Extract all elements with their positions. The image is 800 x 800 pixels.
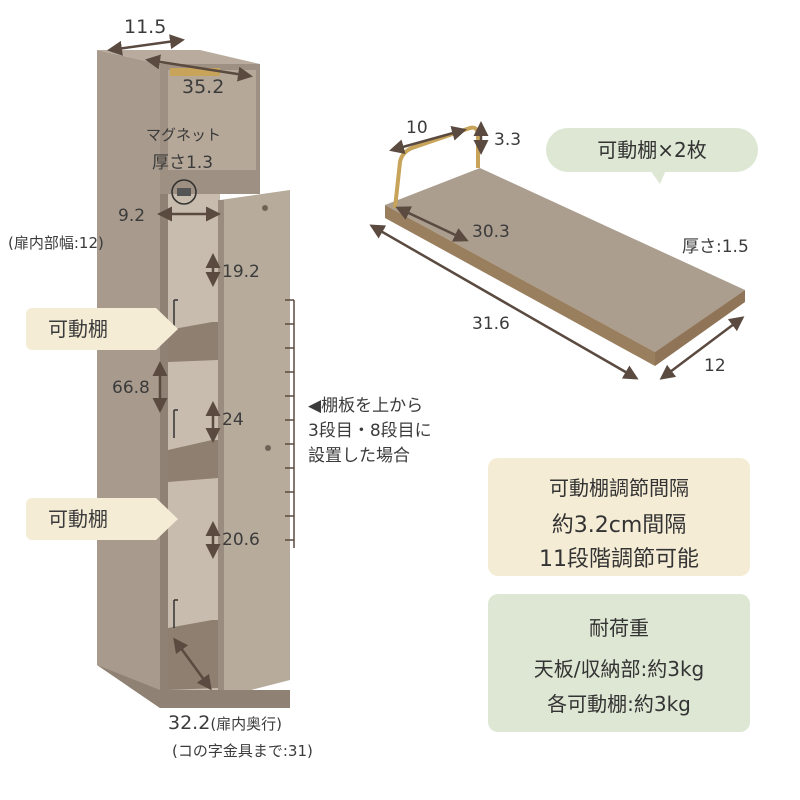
cabinet-door [220, 190, 290, 698]
cabinet-dimension-lines [107, 34, 253, 691]
dim-handle-height-label: 3.3 [494, 130, 522, 150]
adjust-panel-title: 可動棚調節間隔 [549, 476, 689, 500]
dim-top-depth-label: 35.2 [182, 76, 225, 98]
load-panel-top: 天板/収納部:約3kg [533, 657, 705, 681]
shelf-position-note-line3: 設置した場合 [308, 446, 410, 466]
dim-66-8-label: 66.8 [112, 378, 150, 398]
dim-19-2-label: 19.2 [222, 262, 260, 282]
dim-inner-width-label: 9.2 [118, 206, 146, 226]
adjust-panel-steps: 11段階調節可能 [539, 547, 699, 572]
dim-depth-label: 32.2(扉内奥行) [168, 712, 282, 734]
shelf-middle [168, 440, 218, 482]
shelf-board-dimension-lines [369, 121, 745, 380]
dim-24-label: 24 [222, 410, 244, 430]
dim-depth-value: 32.2 [168, 712, 211, 734]
magnet-thickness-label: 厚さ1.3 [152, 153, 214, 173]
shelf-position-note: ◀棚板を上から 3段目・8段目に 設置した場合 [308, 394, 432, 469]
load-panel-title: 耐荷重 [589, 616, 649, 640]
adjust-panel-interval: 約3.2cm間隔 [551, 513, 687, 538]
cabinet-side-panel [97, 50, 160, 708]
magnet-marker [171, 179, 197, 205]
load-panel-shelf: 各可動棚:約3kg [547, 692, 691, 716]
shelf-bottom [168, 620, 218, 690]
shelf-upper [168, 322, 218, 362]
shelf-position-ruler [285, 299, 295, 548]
dim-31-6-label: 31.6 [472, 314, 510, 334]
load-capacity-panel: 耐荷重 天板/収納部:約3kg 各可動棚:約3kg [488, 594, 750, 732]
dim-width-label: 11.5 [124, 16, 167, 38]
tag-movable-shelf-upper: 可動棚 [26, 308, 178, 350]
magnet-label: マグネット [146, 126, 222, 144]
dim-30-3-label: 30.3 [472, 222, 510, 242]
dim-inner-width-note: (扉内部幅:12) [8, 234, 104, 252]
tag-movable-shelf-lower: 可動棚 [26, 498, 178, 540]
shelf-count-bubble: 可動棚×2枚 [546, 128, 758, 184]
dim-bracket-note: (コの字金具まで:31) [172, 742, 313, 760]
adjust-interval-panel: 可動棚調節間隔 約3.2cm間隔 11段階調節可能 [488, 458, 750, 576]
dim-depth-note: (扉内奥行) [210, 715, 283, 733]
shelf-position-note-line1: ◀棚板を上から [308, 396, 424, 416]
shelf-thickness-label: 厚さ:1.5 [682, 237, 749, 257]
dim-handle-width-label: 10 [406, 118, 428, 138]
dim-20-6-label: 20.6 [222, 530, 260, 550]
dim-12-label: 12 [704, 356, 726, 376]
shelf-position-note-line2: 3段目・8段目に [308, 421, 432, 441]
shelf-board-top [385, 168, 745, 352]
